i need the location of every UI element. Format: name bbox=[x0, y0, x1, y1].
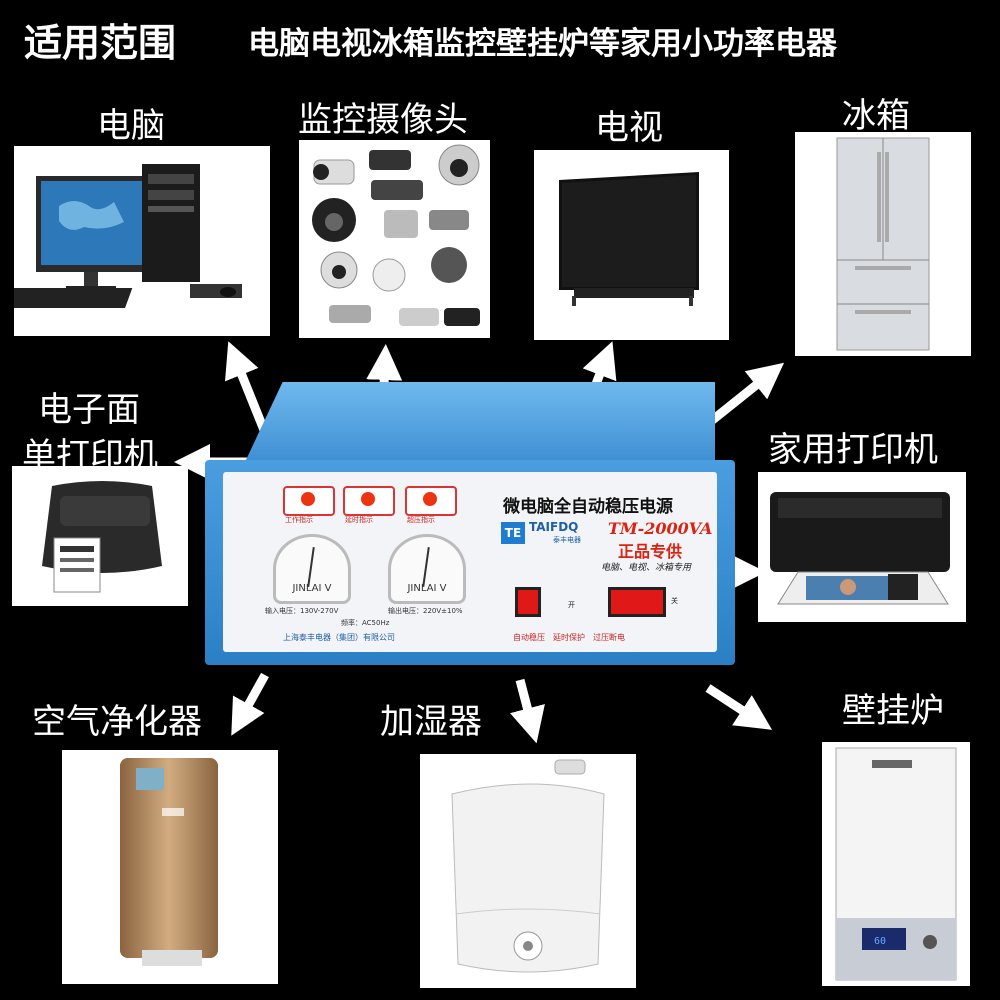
meter-brand: JINLAI bbox=[292, 583, 322, 594]
input-range: 输入电压：130V-270V bbox=[265, 607, 339, 615]
input-voltmeter: JINLAI V bbox=[273, 534, 351, 604]
small-switch bbox=[515, 587, 541, 617]
label-home-printer: 家用打印机 bbox=[768, 430, 938, 470]
home-printer-image bbox=[758, 472, 966, 622]
features-text: 自动稳压 延时保护 过压断电 bbox=[513, 633, 625, 642]
camera-image bbox=[299, 140, 490, 338]
voltage-stabilizer: 工作指示 延时指示 超压指示 JINLAI V JINLAI V 输入电压：13… bbox=[205, 382, 745, 682]
brand-name-cn: 泰丰电器 bbox=[553, 536, 581, 544]
power-switch bbox=[608, 587, 666, 617]
stabilizer-front: 工作指示 延时指示 超压指示 JINLAI V JINLAI V 输入电压：13… bbox=[205, 460, 735, 665]
page-subtitle: 电脑电视冰箱监控壁挂炉等家用小功率电器 bbox=[248, 26, 837, 62]
meter-unit: V bbox=[439, 583, 447, 594]
lamp-overvoltage-label: 超压指示 bbox=[407, 516, 435, 524]
svg-text:60: 60 bbox=[874, 936, 886, 947]
frequency: 频率：AC50Hz bbox=[341, 619, 390, 627]
lamp-work-label: 工作指示 bbox=[285, 516, 313, 524]
label-printer-image bbox=[12, 466, 188, 606]
computer-image bbox=[14, 146, 270, 336]
output-range: 输出电压：220V±10% bbox=[388, 607, 463, 615]
stabilizer-title: 微电脑全自动稳压电源 bbox=[503, 497, 673, 517]
lamp-overvoltage bbox=[405, 486, 457, 516]
label-humidifier: 加湿器 bbox=[380, 702, 482, 742]
genuine-badge: 正品专供 bbox=[618, 542, 683, 561]
page-title: 适用范围 bbox=[24, 21, 177, 65]
stabilizer-panel: 工作指示 延时指示 超压指示 JINLAI V JINLAI V 输入电压：13… bbox=[223, 472, 717, 652]
usage-note: 电脑、电视、冰箱专用 bbox=[601, 563, 692, 573]
label-computer: 电脑 bbox=[97, 106, 165, 146]
arrow-to-humidifier bbox=[510, 678, 545, 744]
label-label-printer-line1: 电子面 bbox=[38, 390, 140, 430]
lamp-delay bbox=[343, 486, 395, 516]
air-purifier-image bbox=[62, 750, 278, 984]
lamp-delay-label: 延时指示 bbox=[345, 516, 373, 524]
stabilizer-top bbox=[245, 382, 715, 462]
meter-brand: JINLAI bbox=[407, 583, 437, 594]
brand-logo-icon: TE bbox=[501, 522, 525, 544]
brand-name: TAIFDQ bbox=[529, 520, 579, 534]
switch-on-label: 开 bbox=[568, 601, 575, 609]
fridge-image bbox=[795, 132, 971, 356]
humidifier-image bbox=[420, 754, 636, 988]
tv-image bbox=[534, 150, 729, 340]
label-tv: 电视 bbox=[595, 108, 663, 148]
boiler-image: 60 bbox=[822, 742, 970, 986]
label-camera: 监控摄像头 bbox=[298, 100, 468, 140]
output-voltmeter: JINLAI V bbox=[388, 534, 466, 604]
arrow-to-air-purifier bbox=[231, 672, 269, 736]
label-air-purifier: 空气净化器 bbox=[32, 702, 202, 742]
label-fridge: 冰箱 bbox=[842, 96, 910, 136]
lamp-work bbox=[283, 486, 335, 516]
label-boiler: 壁挂炉 bbox=[842, 691, 944, 731]
manufacturer: 上海泰丰电器（集团）有限公司 bbox=[283, 633, 395, 642]
meter-unit: V bbox=[324, 583, 332, 594]
switch-off-label: 关 bbox=[671, 597, 678, 605]
arrow-to-boiler bbox=[705, 684, 773, 730]
model-number: TM-2000VA bbox=[608, 519, 713, 538]
